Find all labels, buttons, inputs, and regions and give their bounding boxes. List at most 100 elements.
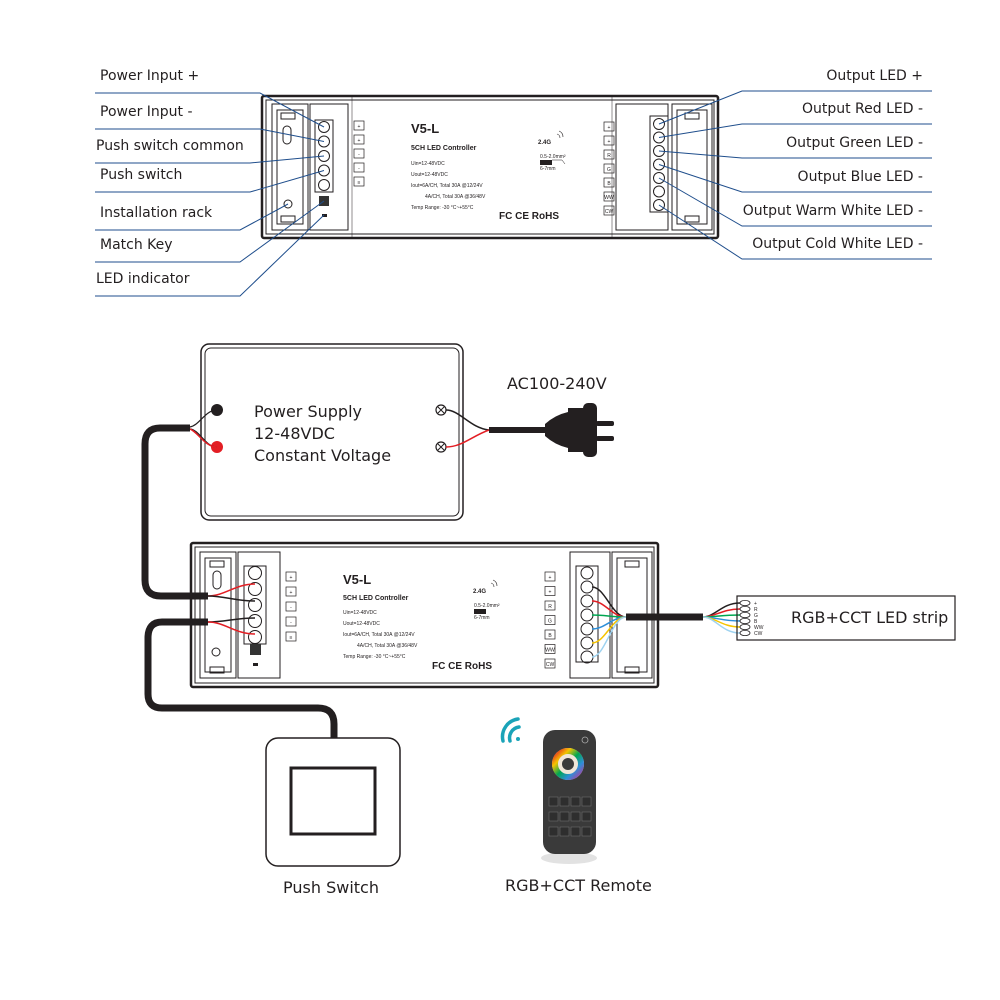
clip-icon <box>280 112 296 120</box>
strip-pad <box>739 606 751 613</box>
output-mark <box>603 191 615 202</box>
input-wire-negative <box>207 595 256 602</box>
remote-button[interactable] <box>581 826 592 837</box>
output-mark <box>603 205 615 216</box>
remote-button[interactable] <box>581 796 592 807</box>
remote-button[interactable] <box>548 826 559 837</box>
wire-strip-icon <box>474 609 486 614</box>
color-wheel[interactable] <box>552 748 584 780</box>
input-mark <box>285 631 297 642</box>
spec-line: Uin=12-48VDC <box>343 610 377 616</box>
strip-wires <box>702 602 741 634</box>
input-terminal-screw <box>248 582 262 596</box>
led-indicator <box>253 663 258 666</box>
top-controller: ++--≡ V5-L 5CH LED Controller Uin=12-48V… <box>260 94 720 240</box>
certifications: FC CE RoHS <box>432 661 492 672</box>
remote-button[interactable] <box>559 826 570 837</box>
push-switch-plate <box>265 737 401 867</box>
power-supply-inner <box>204 347 460 517</box>
remote-button[interactable] <box>570 826 581 837</box>
input-mark <box>353 120 365 131</box>
remote-button[interactable] <box>548 796 559 807</box>
leader-line <box>658 177 932 227</box>
svg-text:+: + <box>608 125 611 131</box>
remote-button[interactable] <box>559 811 570 822</box>
strip-pad <box>739 600 751 607</box>
remote-button[interactable] <box>570 811 581 822</box>
input-terminal-screw <box>248 598 262 612</box>
spec-line: 4A/CH, Total 30A @36/48V <box>425 194 486 200</box>
svg-text:+: + <box>290 575 293 581</box>
strip-pin-label: G <box>754 613 758 619</box>
certifications: FC CE RoHS <box>499 211 559 222</box>
leader-line <box>95 155 325 164</box>
callout-label-right: Output Warm White LED - <box>743 203 923 219</box>
input-terminal-block <box>243 565 267 645</box>
output-mark <box>603 121 615 132</box>
ac-wire-neutral <box>445 429 490 448</box>
callout-label-left: Push switch common <box>96 138 244 154</box>
leader-line <box>658 123 932 138</box>
remote-label: RGB+CCT Remote <box>505 876 652 895</box>
strip-wire <box>702 616 741 634</box>
clip-icon <box>624 560 640 568</box>
power-button-icon[interactable] <box>581 736 589 744</box>
svg-text:+: + <box>358 138 361 144</box>
leader-line <box>95 214 325 297</box>
output-terminal-screw <box>580 566 594 580</box>
svg-text:+: + <box>608 139 611 145</box>
output-mark <box>544 615 556 625</box>
clip-icon <box>684 112 700 120</box>
wireless-signal-icon <box>556 130 564 139</box>
clip-icon <box>684 215 700 223</box>
svg-text:B: B <box>607 181 611 187</box>
callout-label-right: Output Red LED - <box>802 101 923 117</box>
output-mark <box>603 163 615 174</box>
output-mark <box>603 135 615 146</box>
match-key-button[interactable] <box>250 644 261 655</box>
led-strip-label: RGB+CCT LED strip <box>791 608 948 627</box>
wireless-signal-icon <box>490 579 498 588</box>
output-terminal-screw <box>580 636 594 650</box>
leader-line <box>95 92 325 128</box>
output-terminal-screw <box>653 158 665 171</box>
left-end-cap <box>199 551 237 679</box>
ac-plug-icon <box>545 403 614 457</box>
ac-terminal-n <box>435 441 447 453</box>
output-terminal-screw <box>580 622 594 636</box>
rgb-cct-remote: RGB+CCT Remote <box>500 717 652 895</box>
led-indicator <box>322 214 327 217</box>
remote-button[interactable] <box>581 811 592 822</box>
power-supply-outer <box>200 343 464 521</box>
callout-label-right: Output Cold White LED - <box>752 236 923 252</box>
output-mark <box>544 629 556 640</box>
strip-pad <box>739 624 751 631</box>
svg-text:-: - <box>290 620 292 626</box>
svg-text:G: G <box>548 619 552 625</box>
clip-icon <box>209 560 225 568</box>
output-terminal-block <box>649 115 669 213</box>
svg-text:CW: CW <box>605 209 614 215</box>
remote-button[interactable] <box>570 796 581 807</box>
right-end-cap <box>671 103 713 231</box>
output-mark <box>544 644 556 654</box>
controller-housing <box>189 541 660 689</box>
remote-button[interactable] <box>548 811 559 822</box>
ac-input-label: AC100-240V <box>507 374 607 393</box>
remote-button[interactable] <box>559 796 570 807</box>
output-mark <box>544 600 556 611</box>
output-terminal-screw <box>653 185 665 198</box>
output-terminal-screw <box>653 118 665 130</box>
output-terminal-screw <box>653 199 665 211</box>
strip-pad <box>739 630 751 637</box>
input-terminal-screw <box>248 614 262 628</box>
input-mark <box>353 176 365 187</box>
power-supply-type: Constant Voltage <box>254 446 391 465</box>
output-mark <box>544 586 556 596</box>
push-switch-button[interactable] <box>289 766 377 836</box>
strip-pin-label: B <box>754 619 758 625</box>
controller-inner-frame <box>265 99 715 235</box>
output-wire <box>591 616 627 644</box>
push-switch-cable <box>144 618 338 738</box>
